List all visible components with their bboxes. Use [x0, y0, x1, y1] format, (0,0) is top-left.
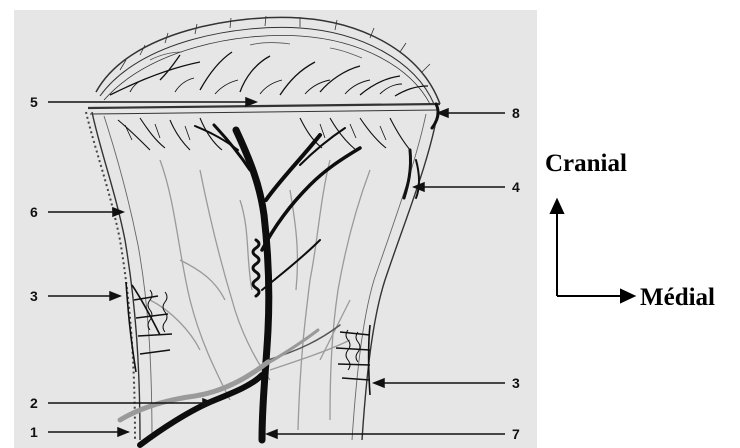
label-2: 2 — [30, 395, 38, 411]
label-6: 6 — [30, 204, 38, 220]
medial-label: Médial — [640, 284, 715, 311]
label-8: 8 — [512, 105, 520, 121]
label-5: 5 — [30, 94, 38, 110]
cranial-label: Cranial — [545, 150, 627, 177]
orientation-indicator — [551, 200, 634, 302]
label-3-right: 3 — [512, 375, 520, 391]
label-3-left: 3 — [30, 288, 38, 304]
label-7: 7 — [512, 426, 520, 442]
label-1: 1 — [30, 424, 38, 440]
label-4: 4 — [512, 179, 520, 195]
